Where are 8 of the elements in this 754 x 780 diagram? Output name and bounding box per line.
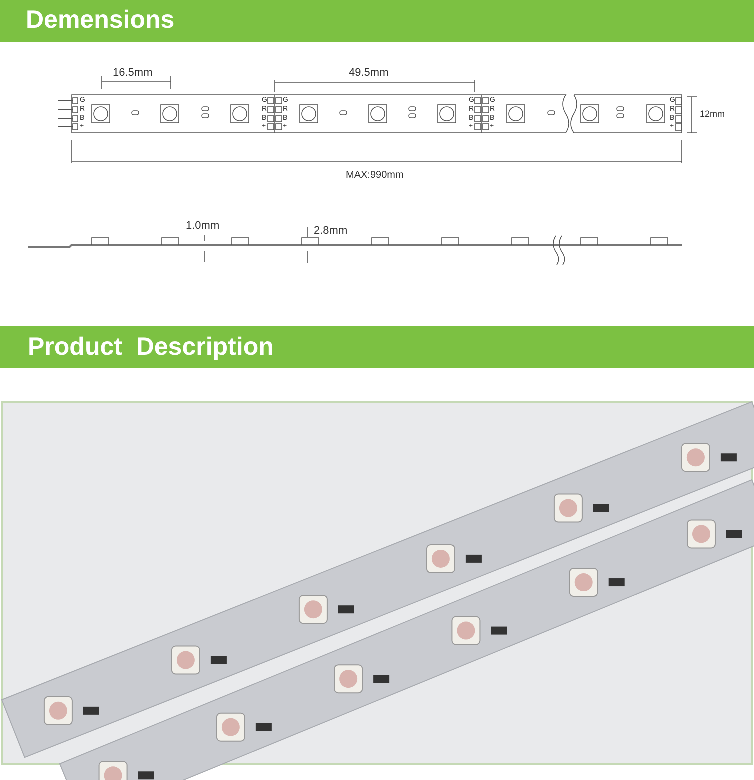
- dimension-label: MAX:990mm: [346, 171, 404, 181]
- section-heading: Product Description: [28, 335, 274, 360]
- section-heading: Demensions: [26, 8, 175, 33]
- dimension-label: 16.5mm: [113, 68, 153, 79]
- dimension-label: 1.0mm: [186, 221, 220, 232]
- dimension-label: 49.5mm: [349, 68, 389, 79]
- dimension-label: 2.8mm: [314, 226, 348, 237]
- dimension-label: 12mm: [700, 110, 726, 119]
